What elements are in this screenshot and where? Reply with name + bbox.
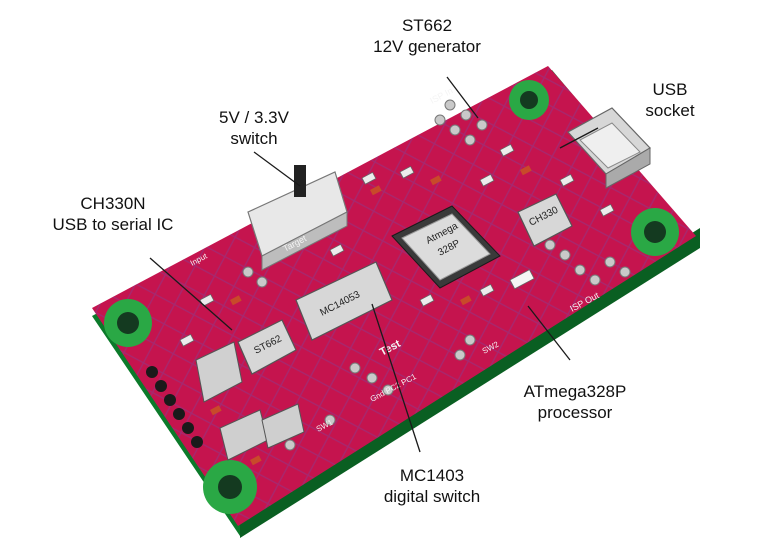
- usb-socket: [567, 107, 651, 189]
- callout-usb-desc: socket: [645, 101, 695, 120]
- header-pins: [146, 366, 203, 448]
- mount-hole-left: [104, 299, 152, 347]
- serial-chip: CH330: [517, 193, 573, 247]
- callout-mc1403: MC1403 digital switch: [362, 465, 502, 507]
- callout-switch-desc: switch: [230, 129, 278, 148]
- callout-switch-title: 5V / 3.3V: [219, 108, 289, 127]
- callout-ch330n: CH330N USB to serial IC: [28, 193, 198, 235]
- callout-mc1403-desc: digital switch: [383, 487, 481, 506]
- mount-hole-right: [631, 208, 679, 256]
- mount-hole-bottom: [203, 460, 257, 514]
- callout-st662-desc: 12V generator: [373, 37, 481, 56]
- mount-hole-top: [509, 80, 549, 120]
- leader-lines: [149, 76, 599, 453]
- mcu-chip: Atmega 328P: [391, 205, 501, 289]
- callout-atmega: ATmega328P processor: [505, 381, 645, 423]
- callout-st662-title: ST662: [401, 16, 453, 35]
- smd-components: [179, 143, 615, 347]
- slide-switch: [247, 165, 348, 271]
- callout-atmega-title: ATmega328P: [523, 382, 627, 401]
- callout-ch330n-title: CH330N: [80, 194, 146, 213]
- callout-ch330n-desc: USB to serial IC: [52, 215, 174, 234]
- callout-usb-socket: USB socket: [620, 79, 720, 121]
- callout-atmega-desc: processor: [537, 403, 613, 422]
- boost-chip: ST662: [237, 319, 297, 375]
- board-traces: [92, 66, 696, 526]
- mux-chip: MC14053: [295, 261, 393, 341]
- through-hole-pads: [242, 99, 631, 451]
- power-components: [195, 341, 305, 461]
- callout-mc1403-title: MC1403: [399, 466, 465, 485]
- smd-capacitors: [210, 165, 532, 466]
- callout-usb-title: USB: [652, 80, 688, 99]
- callout-st662: ST662 12V generator: [358, 15, 496, 57]
- callout-switch: 5V / 3.3V switch: [198, 107, 310, 149]
